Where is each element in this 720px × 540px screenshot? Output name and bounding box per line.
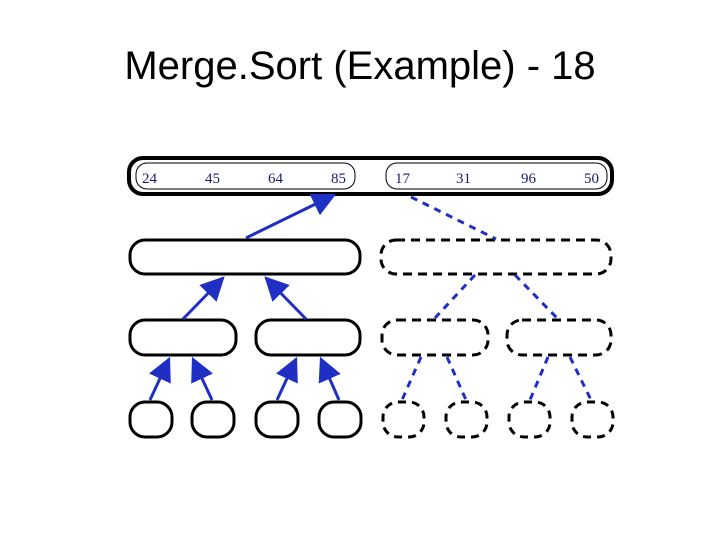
leaf-node-8 xyxy=(570,400,615,439)
top-array-right-half xyxy=(385,162,608,190)
page-title: Merge.Sort (Example) - 18 xyxy=(124,44,596,88)
connector-l2c-to-leaf6 xyxy=(445,356,468,401)
leaf-node-3 xyxy=(254,400,300,439)
level2-node-1 xyxy=(128,318,238,357)
level1-node-right xyxy=(379,238,613,276)
level2-node-2 xyxy=(254,318,362,357)
leaf-node-1 xyxy=(128,400,174,439)
leaf-node-7 xyxy=(507,400,552,439)
left-value-4: 85 xyxy=(331,171,346,187)
leaf-node-2 xyxy=(190,400,236,439)
left-value-3: 64 xyxy=(268,171,284,187)
right-value-1: 17 xyxy=(395,171,411,187)
leaf-node-6 xyxy=(444,400,489,439)
right-value-4: 50 xyxy=(584,171,599,187)
arrow-l2b-to-l1 xyxy=(264,276,308,321)
top-array-left-half xyxy=(135,162,356,190)
level2-node-4 xyxy=(505,318,613,357)
top-array-outer xyxy=(127,156,614,196)
connector-l2d-to-leaf7 xyxy=(528,356,550,401)
left-value-2: 45 xyxy=(205,171,220,187)
arrow-l1-to-top xyxy=(245,193,337,240)
leaf-node-4 xyxy=(317,400,363,439)
arrow-leaf1-to-l2 xyxy=(148,356,171,401)
connector-l1-to-l2d xyxy=(513,273,559,320)
leaf-node-5 xyxy=(381,400,426,439)
connector-top-to-l1-right xyxy=(410,195,497,241)
right-value-3: 96 xyxy=(521,171,537,187)
level1-node-left xyxy=(128,238,362,276)
arrow-leaf2-to-l2 xyxy=(191,356,214,401)
right-value-2: 31 xyxy=(456,171,471,187)
arrow-leaf3-to-l2 xyxy=(275,356,298,401)
connector-l1-to-l2c xyxy=(433,273,477,320)
connector-l2d-to-leaf8 xyxy=(568,356,593,401)
connector-l2c-to-leaf5 xyxy=(400,356,423,401)
arrow-leaf4-to-l2 xyxy=(318,356,341,401)
left-value-1: 24 xyxy=(142,171,158,187)
level2-node-3 xyxy=(380,318,490,357)
arrow-l2a-to-l1 xyxy=(181,276,225,321)
